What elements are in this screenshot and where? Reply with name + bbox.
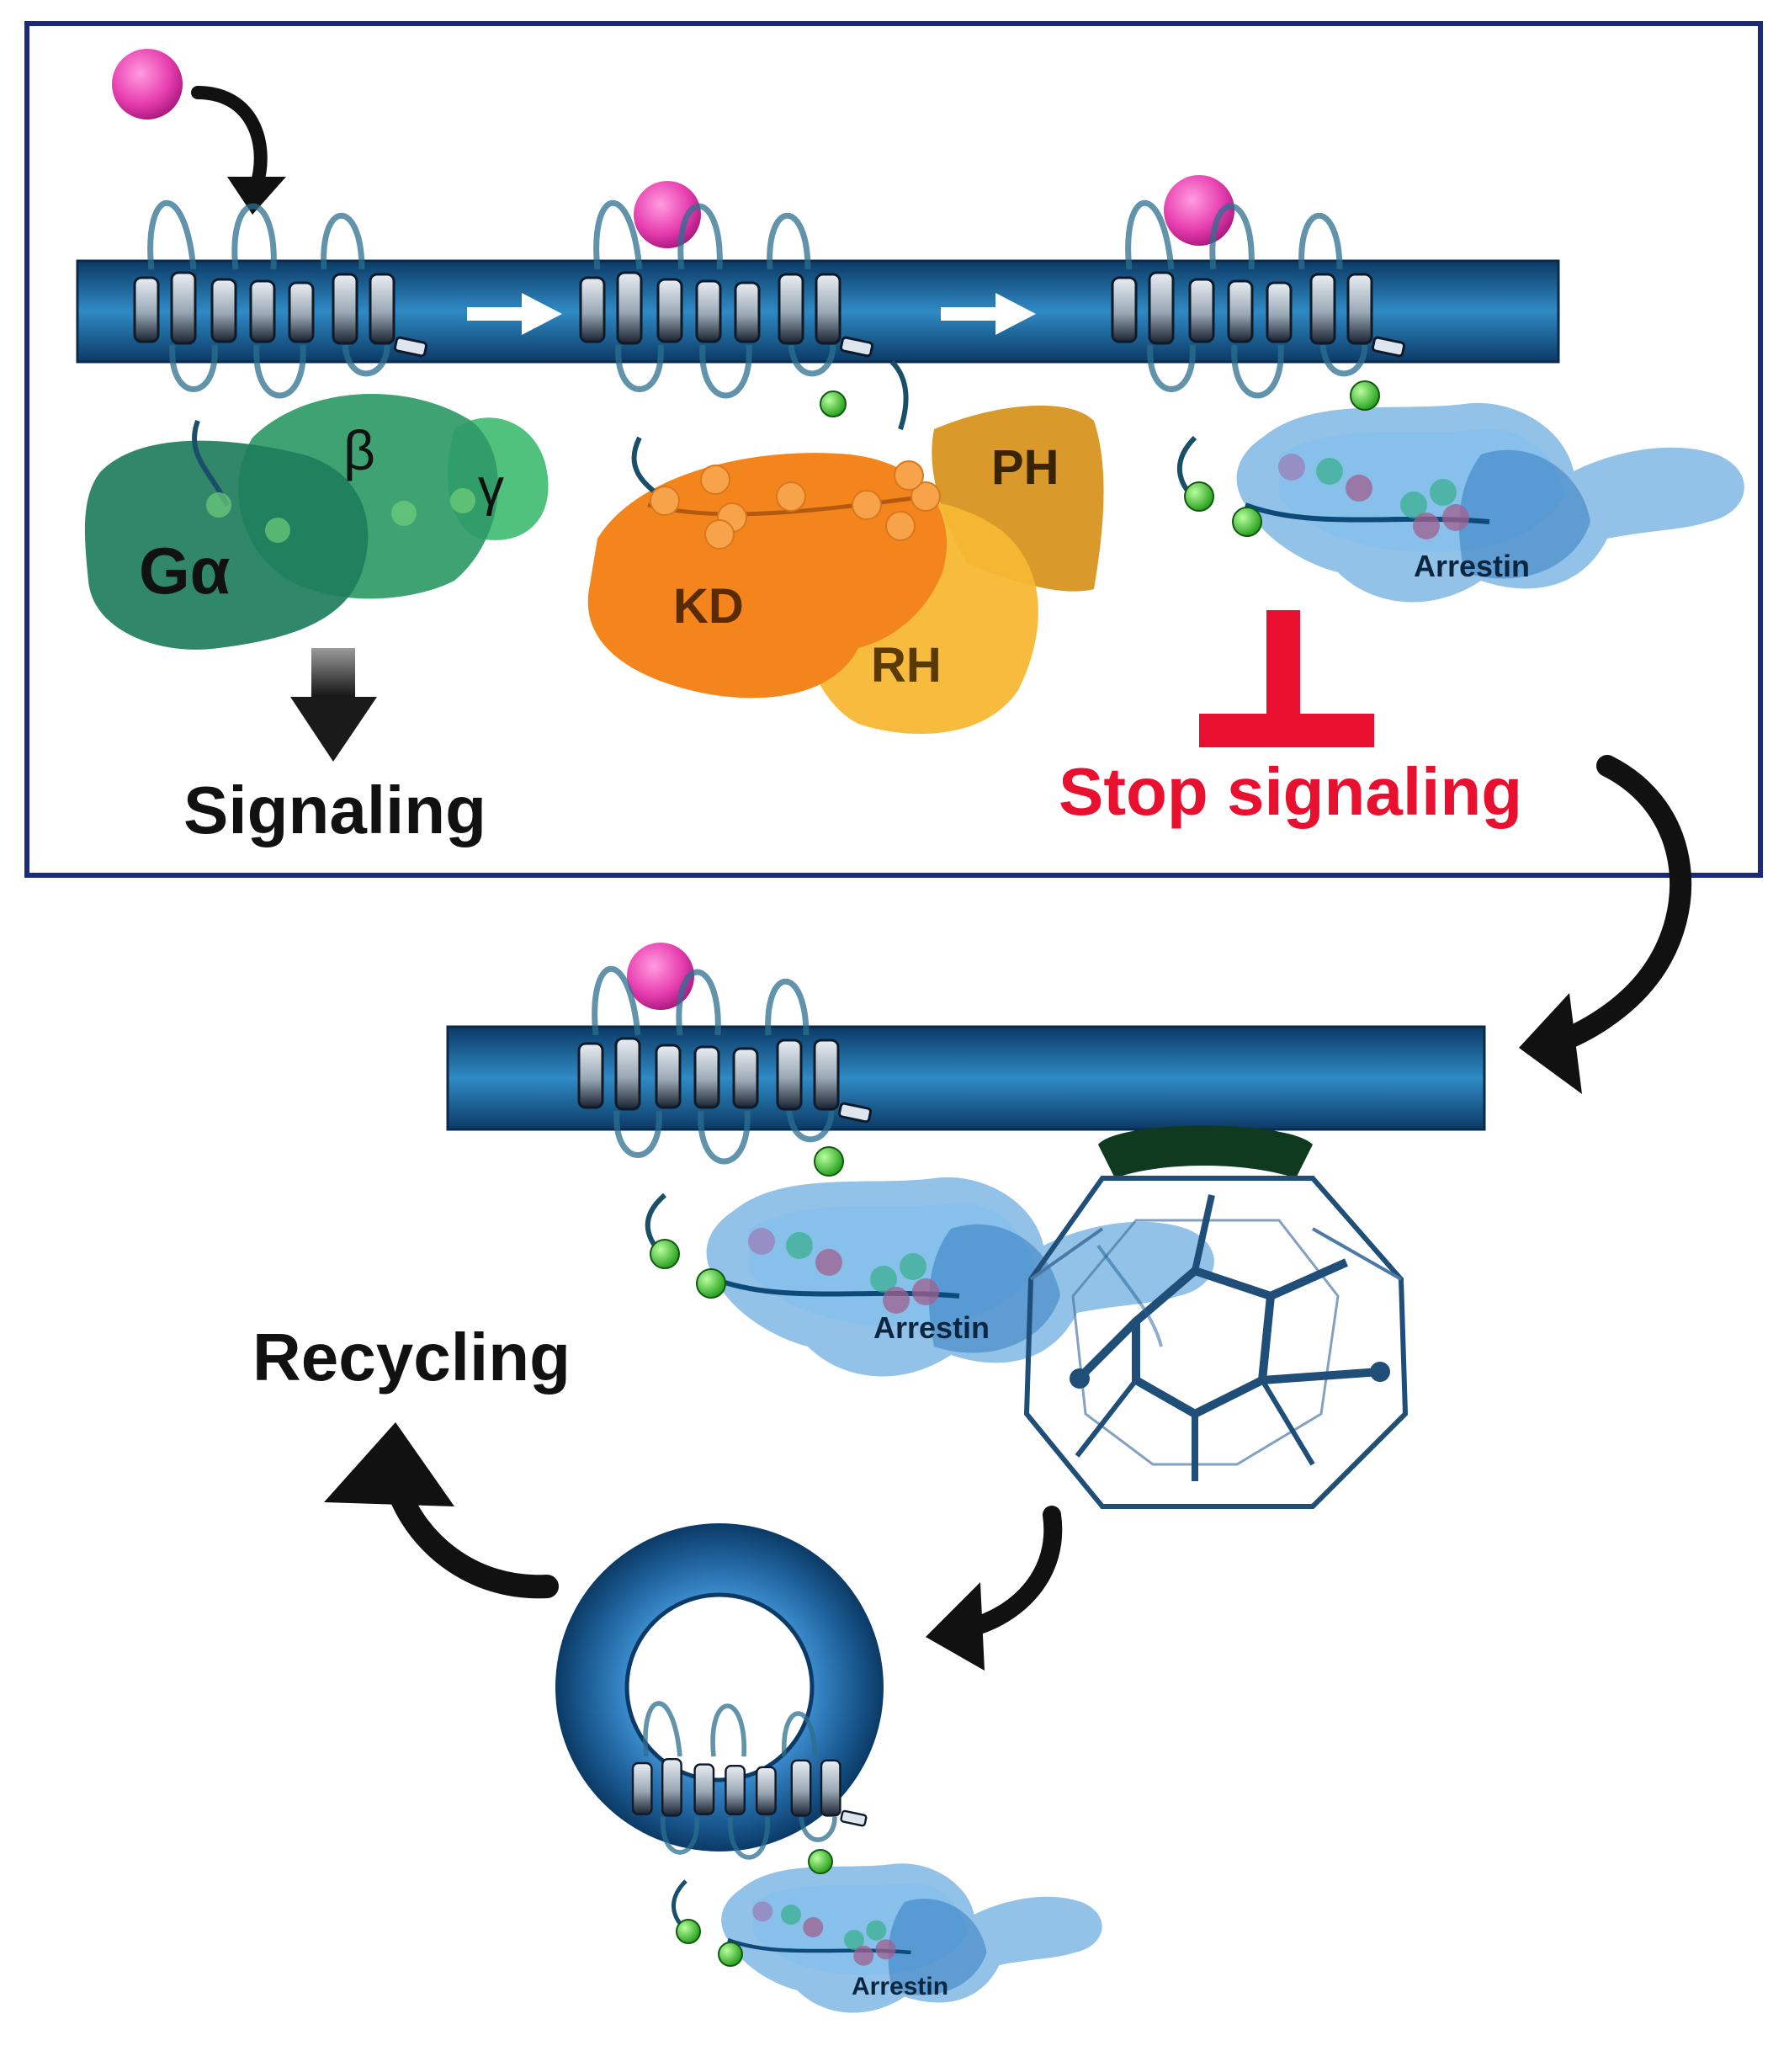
clathrin-cage-icon	[1023, 1125, 1409, 1509]
beta-label: β	[343, 419, 375, 481]
phosphate-icon	[650, 1239, 680, 1269]
phosphate-icon	[676, 1919, 701, 1944]
phosphate-icon	[696, 1268, 726, 1299]
g-alpha-label: Gα	[139, 534, 231, 608]
white-right-arrow-icon	[467, 293, 562, 335]
top-panel-border	[24, 21, 1763, 878]
phosphate-icon	[808, 1849, 833, 1874]
ligand-icon	[112, 49, 183, 120]
arrestin-middle-label: Arrestin	[873, 1310, 990, 1345]
rh-label: RH	[871, 638, 942, 693]
g-alpha-subunit	[84, 440, 369, 650]
phosphate-icon	[1350, 380, 1380, 411]
arrowhead-icon	[324, 1422, 454, 1506]
ligand-icon	[627, 943, 694, 1010]
arrowhead-icon	[227, 177, 286, 215]
curved-black-arrow-icon	[191, 86, 268, 192]
phosphate-icon	[814, 1146, 844, 1177]
inhibition-t-bar-icon	[1266, 610, 1300, 720]
g-protein	[84, 393, 549, 650]
white-right-arrow-icon	[941, 293, 1036, 335]
curved-black-arrow-icon	[1542, 755, 1692, 1055]
phosphate-icon	[1232, 507, 1262, 537]
gamma-label: γ	[478, 459, 504, 517]
recycling-label: Recycling	[252, 1320, 571, 1395]
kd-label: KD	[673, 579, 744, 634]
inhibition-t-bar-base	[1199, 714, 1374, 747]
gray-down-arrow-icon	[290, 697, 377, 762]
stop-signaling-label: Stop signaling	[1059, 754, 1522, 829]
arrestin-top-label: Arrestin	[1414, 549, 1530, 583]
phosphate-icon	[718, 1942, 743, 1967]
arrestin-bottom-label: Arrestin	[852, 1973, 948, 2000]
grk-kinase	[587, 359, 1104, 734]
arrowhead-icon	[1519, 993, 1582, 1094]
arrowhead-icon	[926, 1582, 985, 1671]
curved-black-arrow-icon	[958, 1506, 1063, 1638]
signaling-label: Signaling	[183, 773, 486, 847]
phosphate-icon	[1184, 481, 1214, 512]
ph-label: PH	[991, 440, 1059, 495]
signal-arrow-shaft	[311, 648, 355, 699]
